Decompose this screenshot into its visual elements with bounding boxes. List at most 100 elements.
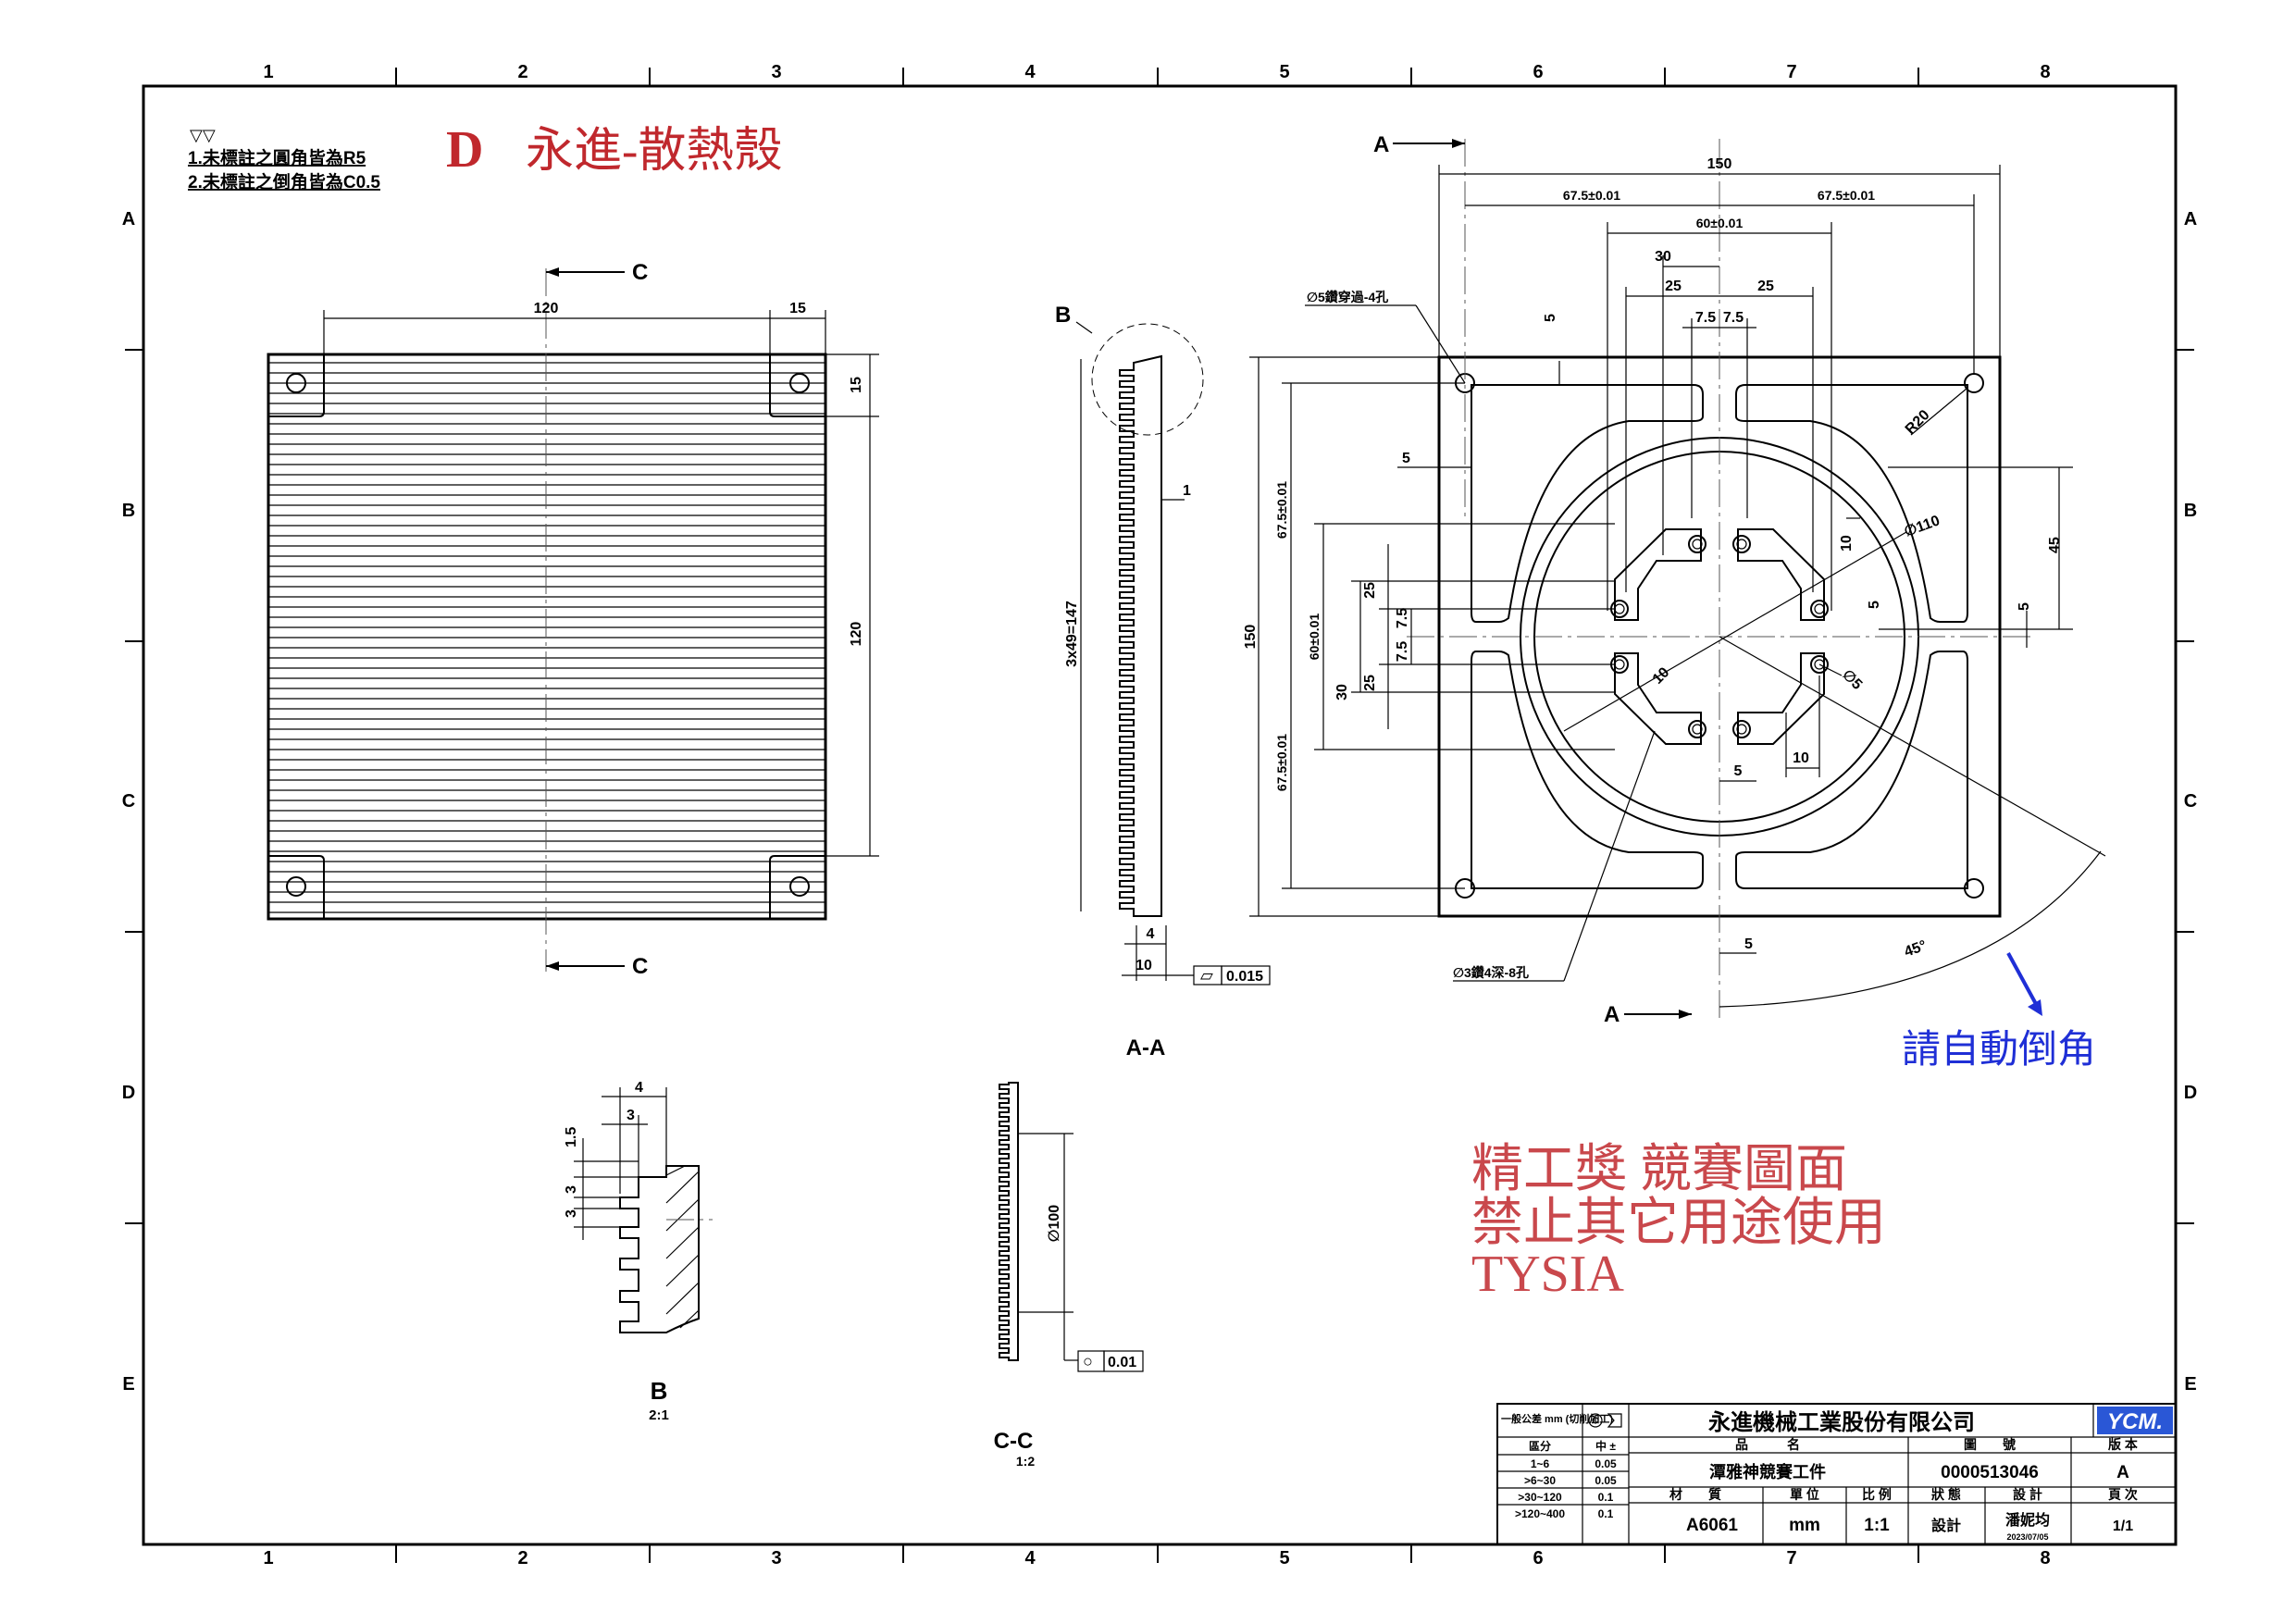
status: 設計 xyxy=(1931,1517,1961,1534)
dim-67-5-left: 67.5±0.01 xyxy=(1563,188,1620,203)
section-profile xyxy=(1119,354,1162,917)
callout-b: B xyxy=(1055,303,1071,328)
mount-hole xyxy=(789,373,810,393)
dim-right-top: 15 xyxy=(849,377,864,393)
auto-chamfer-text: 請自動倒角 xyxy=(1902,1027,2096,1071)
pocket-tr xyxy=(1735,384,1968,623)
dim-67-5-right: 67.5±0.01 xyxy=(1818,188,1875,203)
detail-b-label: B xyxy=(651,1377,668,1405)
detail-profile xyxy=(619,1165,700,1333)
row-label: C xyxy=(2184,791,2197,812)
section-a-top: A xyxy=(1373,132,1389,157)
front-view: C C 120 15 15 120 xyxy=(267,260,879,979)
detail-dim-3: 3 xyxy=(627,1108,635,1123)
dim-1: 1 xyxy=(1183,483,1191,499)
zone-ticks xyxy=(125,68,2194,1563)
runout-symbol: ○ xyxy=(1083,1352,1093,1370)
pad-bl xyxy=(1614,652,1702,745)
left-25-b: 25 xyxy=(1362,675,1378,691)
dim-10-c: 10 xyxy=(1793,750,1809,766)
material: A6061 xyxy=(1686,1516,1738,1535)
detail-b-circle xyxy=(1091,323,1204,436)
left-150: 150 xyxy=(1243,625,1259,650)
row-label: C xyxy=(122,791,135,812)
dim-5-d: 5 xyxy=(1734,763,1743,779)
note-line-1: 1.未標註之圓角皆為R5 xyxy=(188,147,366,168)
pocket-bl xyxy=(1471,651,1704,889)
tol-value: 0.1 xyxy=(1598,1507,1614,1520)
drawing-no: 0000513046 xyxy=(1941,1463,2039,1482)
h-designer: 設 計 xyxy=(2013,1487,2042,1502)
flatness-symbol: ▱ xyxy=(1200,966,1213,985)
note-holes: ∅5鑽穿過-4孔 xyxy=(1307,290,1388,304)
drawing-title: D 永進-散熱殼 xyxy=(446,121,782,179)
dim-25-right: 25 xyxy=(1757,279,1774,294)
corner-pocket xyxy=(769,353,825,417)
note-tapped: ∅3鑽4深-8孔 xyxy=(1453,965,1529,980)
tol-range: >120~400 xyxy=(1515,1507,1565,1520)
h-part-name: 品 名 xyxy=(1735,1437,1800,1452)
col-label: 5 xyxy=(1279,1548,1289,1568)
left-7-5-a: 7.5 xyxy=(1395,608,1410,628)
col-label: 2 xyxy=(517,1548,527,1568)
sheet-border xyxy=(142,84,2178,1546)
tol-value: 0.05 xyxy=(1595,1457,1617,1470)
tol-value: 0.1 xyxy=(1598,1491,1614,1504)
corner-pocket xyxy=(268,855,325,920)
corner-pocket xyxy=(769,855,825,920)
dim-pitch: 3x49=147 xyxy=(1064,601,1080,667)
col-label: 1 xyxy=(263,1548,273,1568)
company-logo-box xyxy=(2097,1407,2173,1434)
pocket-tl xyxy=(1471,384,1704,623)
section-cc-label: C-C xyxy=(994,1429,1034,1454)
tol-range: >30~120 xyxy=(1518,1491,1562,1504)
tapped-holes xyxy=(1610,535,1829,738)
page: 1/1 xyxy=(2113,1519,2133,1534)
fin-lines xyxy=(268,362,825,913)
h-scale: 比 例 xyxy=(1862,1487,1892,1502)
dim-10: 10 xyxy=(1136,958,1152,973)
h-unit: 單 位 xyxy=(1790,1487,1819,1502)
left-30: 30 xyxy=(1334,684,1350,700)
dim-5-bottom: 5 xyxy=(1744,936,1753,952)
dim-5-c: 5 xyxy=(2017,602,2032,611)
left-25-a: 25 xyxy=(1362,582,1378,599)
dim-60: 60±0.01 xyxy=(1696,216,1744,230)
dim-10-a: 10 xyxy=(1839,535,1855,552)
note-line-2: 2.未標註之倒角皆為C0.5 xyxy=(188,171,380,192)
plate-outline xyxy=(267,353,827,921)
detail-dim-4: 4 xyxy=(635,1080,643,1096)
dim-7-5-b: 7.5 xyxy=(1723,310,1744,326)
detail-dim-3-b: 3 xyxy=(564,1209,579,1218)
col-label: 6 xyxy=(1533,62,1543,82)
title-prefix: D xyxy=(446,121,483,179)
angle-arc xyxy=(1719,850,2102,1008)
version: A xyxy=(2116,1463,2129,1482)
pad-tl xyxy=(1614,528,1702,621)
detail-dim-1-5: 1.5 xyxy=(564,1127,579,1147)
surface-symbol: ▽▽ xyxy=(190,126,216,144)
dim-150: 150 xyxy=(1707,156,1732,172)
row-label: A xyxy=(122,209,135,229)
corner-pocket xyxy=(268,353,325,417)
section-c-bottom: C xyxy=(632,954,648,979)
company-logo: YCM. xyxy=(2107,1409,2163,1434)
dim-5-top: 5 xyxy=(1543,314,1558,322)
row-label: D xyxy=(122,1083,135,1103)
col-label: 1 xyxy=(263,62,273,82)
col-label: 8 xyxy=(2040,62,2050,82)
left-60: 60±0.01 xyxy=(1307,614,1322,661)
col-label: 3 xyxy=(771,62,781,82)
left-67-5-bottom: 67.5±0.01 xyxy=(1274,734,1289,791)
zone-labels: 1 2 3 4 5 6 7 8 1 2 3 4 5 6 7 8 A B C D … xyxy=(122,62,2197,1568)
watermark-line-3: TYSIA xyxy=(1471,1246,1624,1303)
h-status: 狀 態 xyxy=(1931,1487,1961,1502)
left-7-5-b: 7.5 xyxy=(1395,641,1410,662)
watermark: 精工獎 競賽圖面 禁止其它用途使用 TYSIA xyxy=(1471,1141,1886,1303)
col-label: 8 xyxy=(2040,1548,2050,1568)
row-label: B xyxy=(122,501,135,521)
flatness-value: 0.015 xyxy=(1226,969,1263,985)
h-drawing-no: 圖 號 xyxy=(1964,1437,2016,1452)
detail-b-scale: 2:1 xyxy=(649,1407,669,1423)
